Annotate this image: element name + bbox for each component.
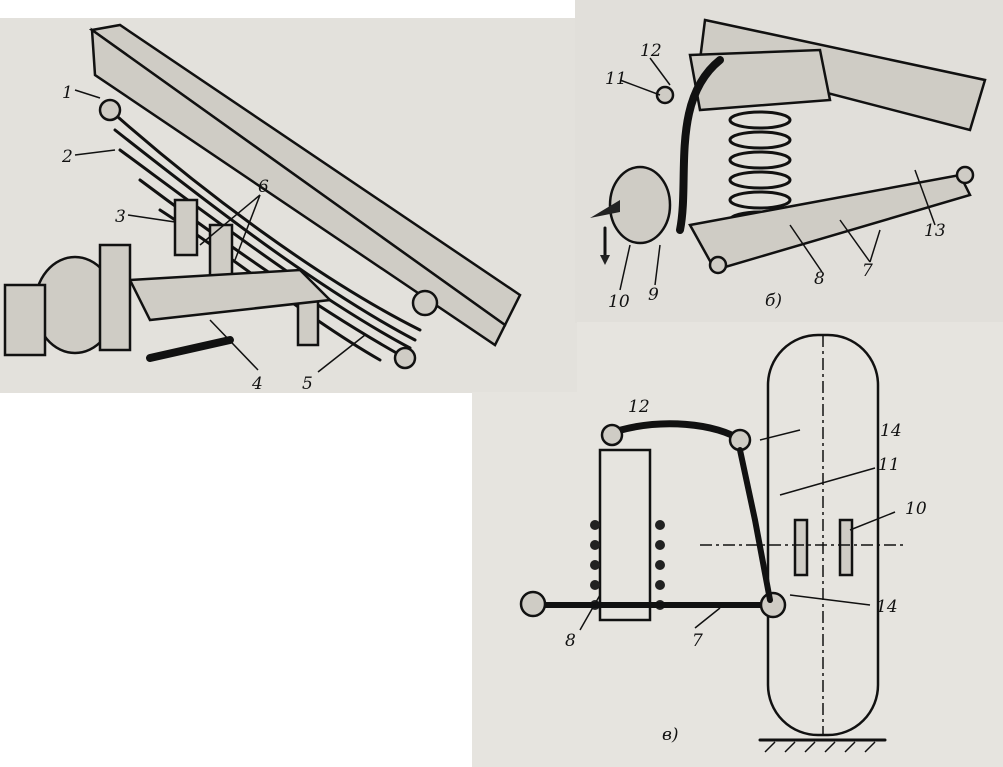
upper-arm — [688, 48, 832, 112]
label-7: 7 — [862, 261, 873, 281]
label-7: 7 — [692, 631, 703, 651]
panel-b-coil-spring-drawing: 11 12 10 9 8 7 13 б) — [590, 18, 987, 312]
steering-knuckle — [737, 447, 773, 603]
king-pin-housing — [98, 243, 132, 352]
label-10: 10 — [905, 499, 927, 519]
label-9: 9 — [648, 285, 659, 305]
lower-arm — [688, 173, 972, 272]
axle-beam — [128, 268, 333, 322]
spring-clamp — [173, 198, 199, 257]
steering-knuckle — [676, 56, 724, 234]
panel-c-front-view-drawing: 12 14 11 10 14 8 7 в) — [519, 333, 927, 753]
front-bracket-pin — [98, 98, 122, 122]
panel-a-leaf-spring-drawing: 1 2 3 6 4 5 — [3, 23, 522, 394]
label-13: 13 — [924, 221, 946, 241]
shackle-pin — [411, 289, 439, 317]
brake-drum — [608, 165, 672, 245]
crossmember — [698, 18, 987, 132]
label-8: 8 — [565, 631, 576, 651]
label-2: 2 — [61, 147, 73, 167]
frame-rail-side — [90, 27, 507, 347]
shackle-pin — [393, 346, 417, 370]
spring-leaf-top — [108, 108, 422, 332]
steering-arm — [146, 336, 234, 362]
label-11: 11 — [878, 455, 900, 475]
hub-flange — [3, 283, 47, 357]
axle-spindle — [590, 200, 620, 218]
label-5: 5 — [302, 374, 313, 394]
label-11: 11 — [605, 69, 627, 89]
label-8: 8 — [814, 269, 825, 289]
label-14-upper: 14 — [880, 421, 902, 441]
shock-absorber — [598, 448, 652, 622]
label-14-lower: 14 — [876, 597, 898, 617]
label-12: 12 — [640, 41, 662, 61]
caption-c: в) — [662, 725, 679, 745]
label-4: 4 — [251, 374, 263, 394]
label-10: 10 — [608, 292, 630, 312]
label-12: 12 — [628, 397, 650, 417]
spring-clamp — [296, 298, 320, 347]
label-6: 6 — [258, 177, 269, 197]
label-3: 3 — [115, 207, 126, 227]
caption-b: б) — [765, 291, 782, 311]
label-1: 1 — [62, 83, 73, 103]
